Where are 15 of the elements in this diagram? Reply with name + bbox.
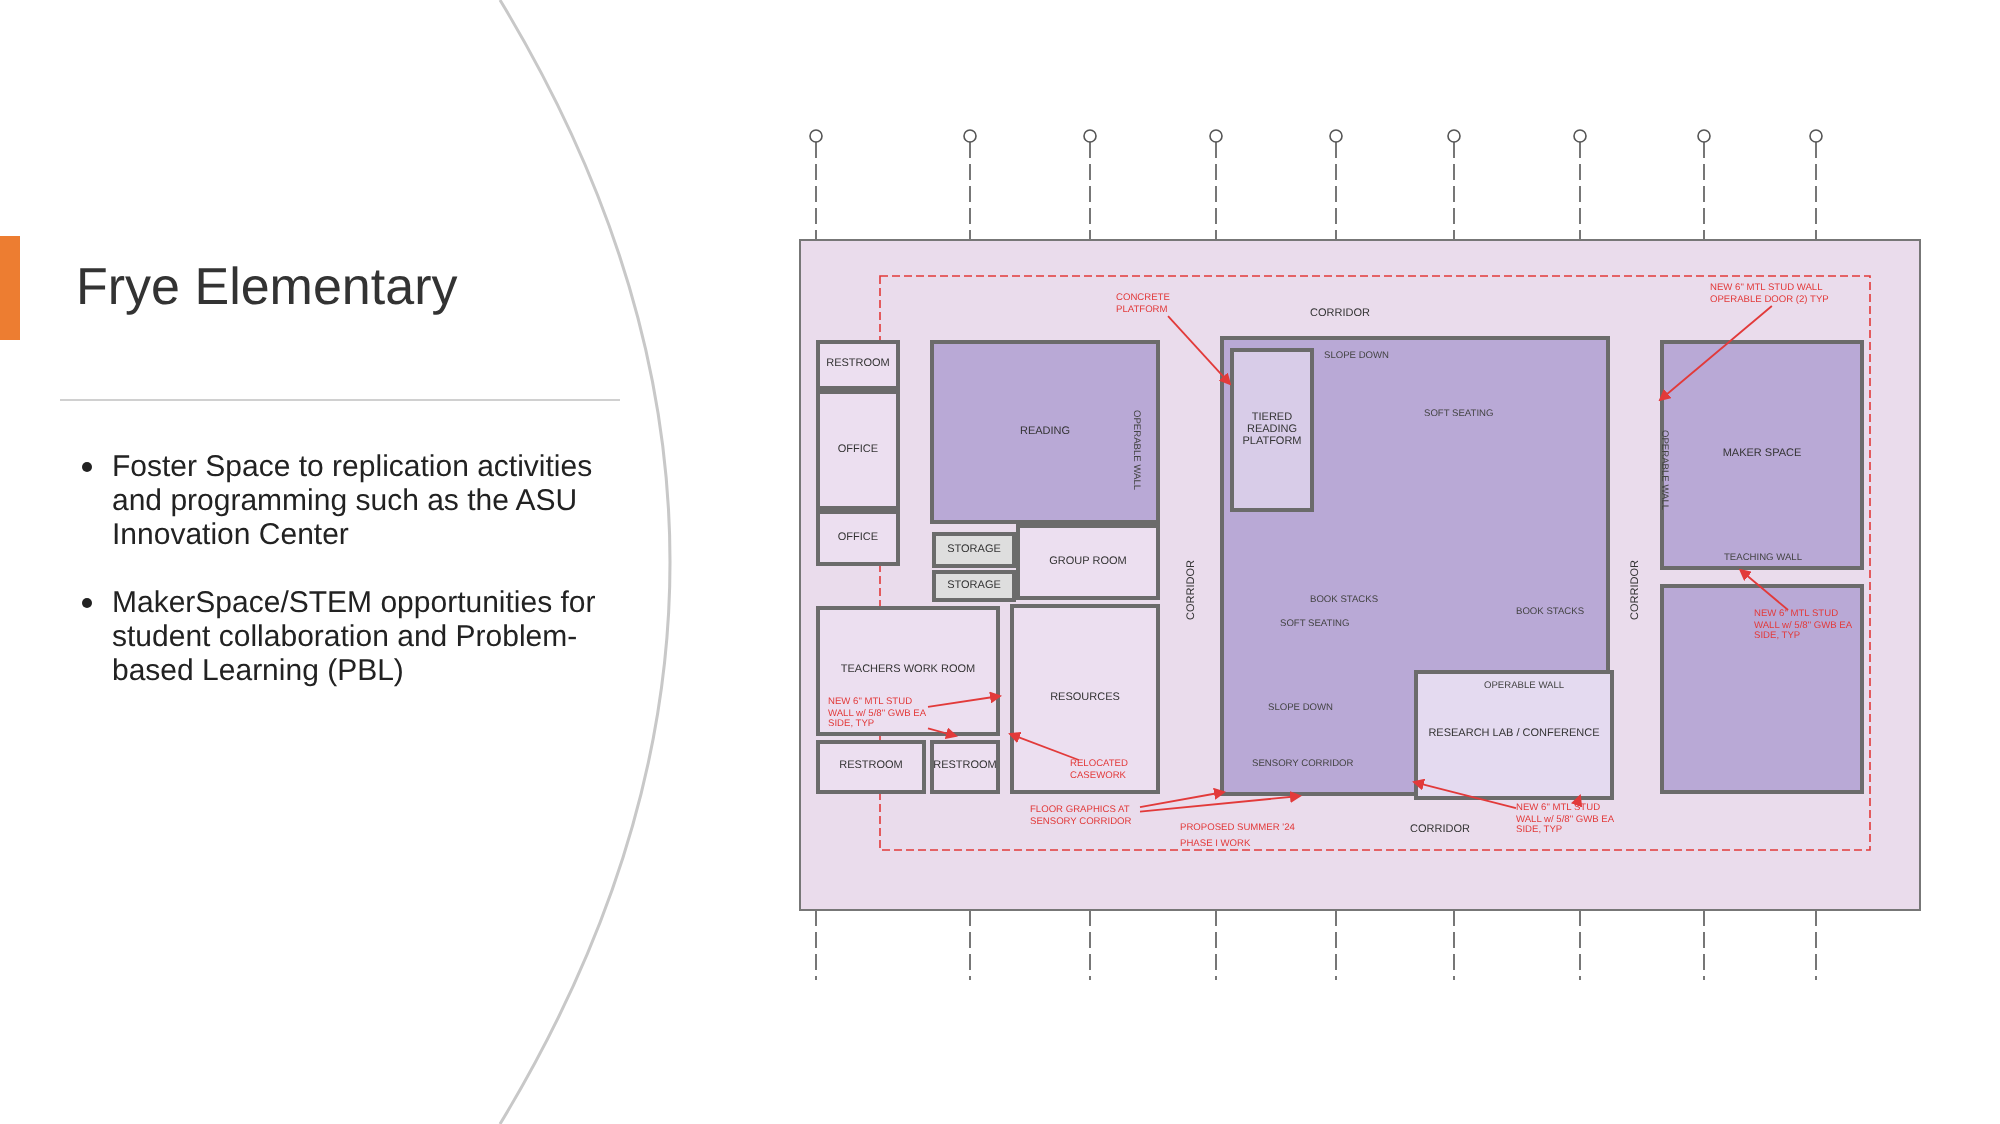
room-outline <box>1220 336 1610 796</box>
leader-line <box>1570 794 1583 808</box>
leader-line <box>927 691 1002 708</box>
leader-line <box>1412 778 1517 809</box>
bullet-text: MakerSpace/STEM opportunities for student collaboration and Problem-based Learning (PBL) <box>112 586 596 688</box>
leader-line <box>1008 731 1080 761</box>
leader-line <box>1658 305 1773 402</box>
bullet-text: Foster Space to replication activities and programming such as the ASU Innovation Center <box>112 450 593 552</box>
leader-line <box>1738 568 1789 611</box>
room-outline <box>1660 584 1864 794</box>
leader-line <box>1139 791 1302 813</box>
leader-line <box>1167 315 1232 386</box>
leader-line <box>1139 787 1226 809</box>
leader-line <box>927 727 958 740</box>
slide-title: Frye Elementary <box>76 256 458 318</box>
